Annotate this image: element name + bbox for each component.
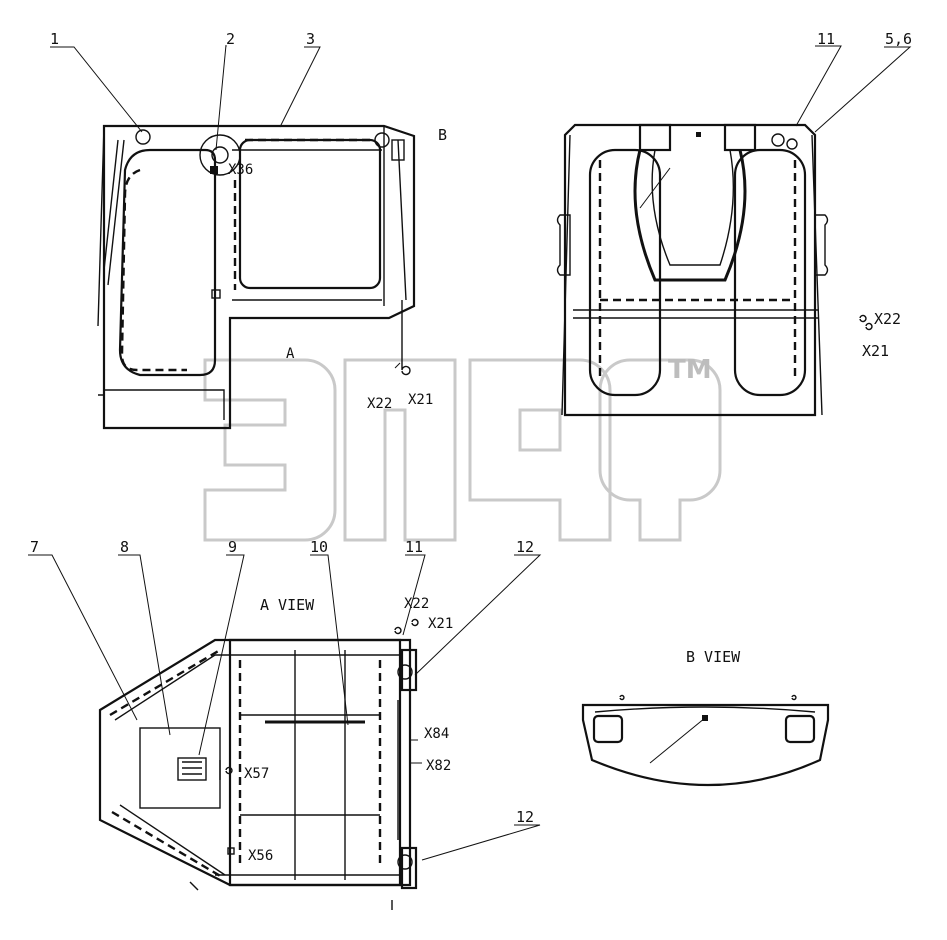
connector-x36: X36: [228, 162, 253, 178]
part-label-10: 10: [310, 538, 328, 556]
connector-x56: X56: [248, 848, 273, 864]
part-label-7: 7: [30, 538, 39, 556]
cab-rear-view: [556, 123, 873, 417]
connector-x21-right: X21: [862, 342, 889, 360]
leader-lines: [28, 44, 912, 861]
cab-side-view: [97, 124, 416, 430]
b-view-title: B VIEW: [686, 648, 741, 666]
view-marker-b: B: [438, 126, 447, 144]
watermark-tm: TM: [668, 355, 712, 385]
cab-b-view: [581, 694, 830, 787]
part-label-3: 3: [306, 30, 315, 48]
x36-connector-mark: [210, 166, 218, 174]
watermark-logo: TM: [203, 355, 722, 542]
connector-x21-bottom: X21: [428, 616, 453, 632]
part-label-8: 8: [120, 538, 129, 556]
part-label-2: 2: [226, 30, 235, 48]
part-label-9: 9: [228, 538, 237, 556]
a-view-title: A VIEW: [260, 596, 315, 614]
cab-a-view: [98, 618, 419, 910]
part-label-11-top: 11: [817, 30, 835, 48]
connector-x21-left: X21: [408, 392, 433, 408]
connector-x57: X57: [244, 766, 269, 782]
part-label-11-bottom: 11: [405, 538, 423, 556]
view-marker-a: A: [286, 346, 295, 362]
connector-x22-right: X22: [874, 310, 901, 328]
connector-x82: X82: [426, 758, 451, 774]
part-label-12-bottom: 12: [516, 808, 534, 826]
part-label-12-top: 12: [516, 538, 534, 556]
part-label-1: 1: [50, 30, 59, 48]
connector-x22-left: X22: [367, 396, 392, 412]
connector-x22-bottom: X22: [404, 596, 429, 612]
connector-x84: X84: [424, 726, 449, 742]
part-label-5-6: 5,6: [885, 30, 912, 48]
